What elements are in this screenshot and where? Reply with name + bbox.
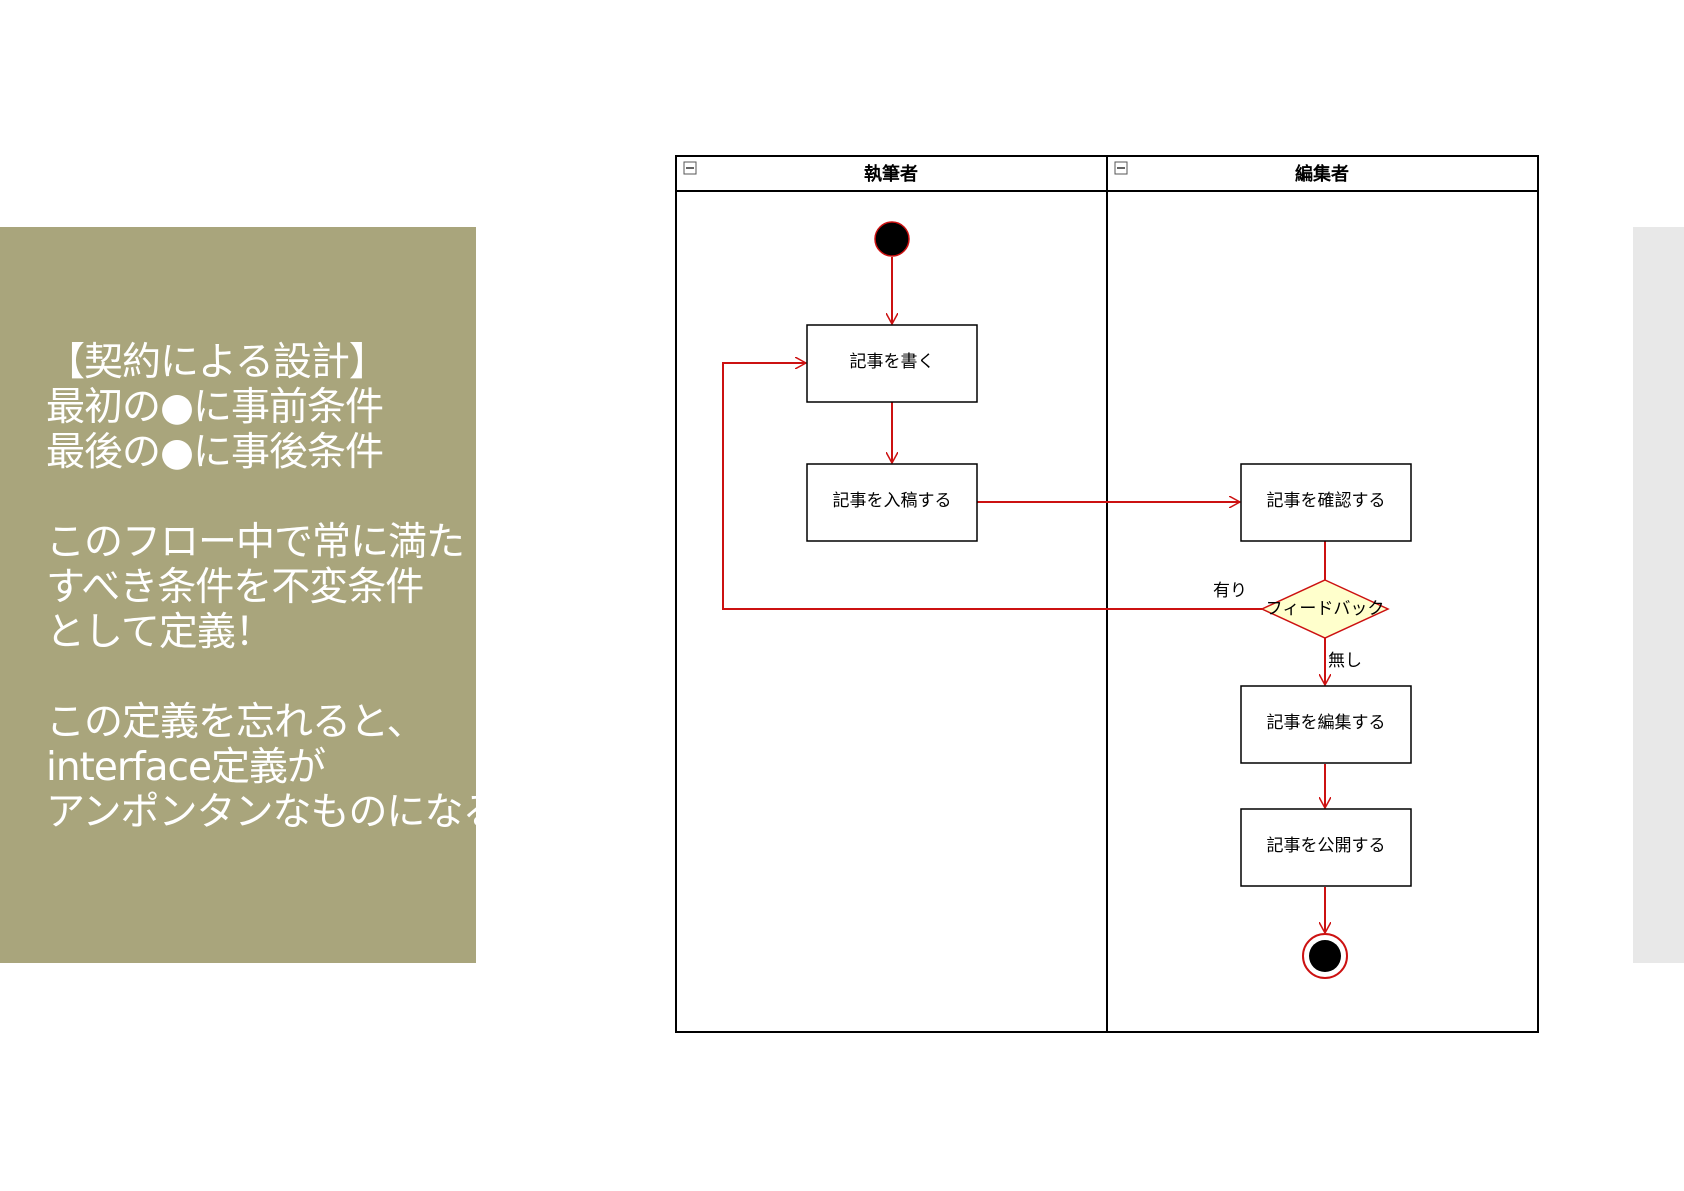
collapse-icon[interactable]	[683, 161, 697, 175]
action-label: 記事を公開する	[1267, 836, 1386, 856]
action-submit[interactable]: 記事を入稿する	[806, 463, 978, 542]
collapse-icon[interactable]	[1114, 161, 1128, 175]
side-panel	[0, 227, 476, 963]
text-block-warning: この定義を忘れると、 interface定義が アンポンタンなものになる。	[46, 700, 539, 835]
guard-label-yes: 有り	[1213, 581, 1247, 601]
text-line: すべき条件を不変条件	[46, 565, 424, 610]
action-edit[interactable]: 記事を編集する	[1240, 685, 1412, 764]
decision-feedback[interactable]: フィードバック	[1260, 579, 1390, 639]
lane-title-editor: 編集者	[1295, 163, 1349, 185]
action-label: 記事を書く	[850, 352, 935, 372]
text-line: として定義！	[46, 610, 274, 655]
text-line: interface定義が	[46, 745, 326, 790]
action-write[interactable]: 記事を書く	[806, 324, 978, 403]
text-block-invariant: このフロー中で常に満た すべき条件を不変条件 として定義！	[46, 520, 466, 655]
initial-node	[874, 221, 910, 257]
final-node	[1302, 933, 1348, 979]
feedback-flow-arrow	[722, 363, 1262, 610]
decision-label: フィードバック	[1266, 599, 1385, 619]
text-line: この定義を忘れると、	[46, 700, 425, 745]
text-line: このフロー中で常に満た	[46, 520, 465, 565]
text-block-contract: 【契約による設計】 最初の●に事前条件 最後の●に事後条件	[46, 340, 466, 475]
text-line: 【契約による設計】	[46, 340, 388, 385]
action-label: 記事を編集する	[1267, 713, 1386, 733]
action-label: 記事を入稿する	[833, 491, 952, 511]
action-confirm[interactable]: 記事を確認する	[1240, 463, 1412, 542]
action-label: 記事を確認する	[1267, 491, 1386, 511]
text-line: 最後の●に事後条件	[46, 430, 384, 475]
text-line: 最初の●に事前条件	[46, 385, 384, 430]
text-line: アンポンタンなものになる。	[46, 790, 539, 835]
guard-label-no: 無し	[1328, 651, 1362, 671]
action-publish[interactable]: 記事を公開する	[1240, 808, 1412, 887]
lane-title-writer: 執筆者	[864, 163, 918, 185]
right-edge-strip	[1633, 227, 1684, 963]
side-text: 【契約による設計】 最初の●に事前条件 最後の●に事後条件 このフロー中で常に満…	[46, 340, 539, 880]
